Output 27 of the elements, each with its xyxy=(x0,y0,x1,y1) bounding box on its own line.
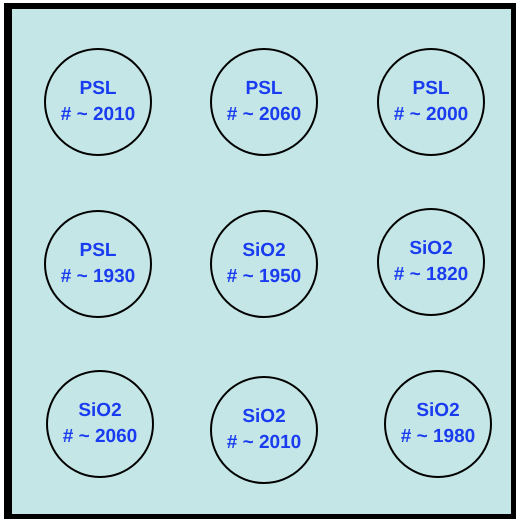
sample-circle xyxy=(210,210,318,318)
material-label: SiO2 xyxy=(409,237,453,261)
material-label: PSL xyxy=(246,77,282,101)
sample-circle xyxy=(384,370,492,478)
count-label: # ~ 1950 xyxy=(226,265,302,289)
sample-circle xyxy=(44,48,152,156)
sample-circle xyxy=(210,48,318,156)
count-label: # ~ 2010 xyxy=(226,431,302,455)
count-label: # ~ 1820 xyxy=(394,263,468,287)
count-label: # ~ 2060 xyxy=(226,103,302,127)
count-label: # ~ 1930 xyxy=(60,265,136,289)
sample-circle xyxy=(210,376,318,484)
material-label: SiO2 xyxy=(78,399,122,423)
material-label: SiO2 xyxy=(242,405,286,429)
material-label: PSL xyxy=(412,77,450,101)
material-label: PSL xyxy=(80,239,116,263)
sample-circle xyxy=(377,48,485,156)
material-label: PSL xyxy=(80,77,116,101)
count-label: # ~ 2010 xyxy=(60,103,136,127)
material-label: SiO2 xyxy=(416,399,460,423)
sample-circle xyxy=(377,208,485,316)
count-label: # ~ 1980 xyxy=(400,425,476,449)
count-label: # ~ 2000 xyxy=(394,103,468,127)
sample-circle xyxy=(46,370,154,478)
material-label: SiO2 xyxy=(242,239,286,263)
count-label: # ~ 2060 xyxy=(62,425,138,449)
sample-circle xyxy=(44,210,152,318)
